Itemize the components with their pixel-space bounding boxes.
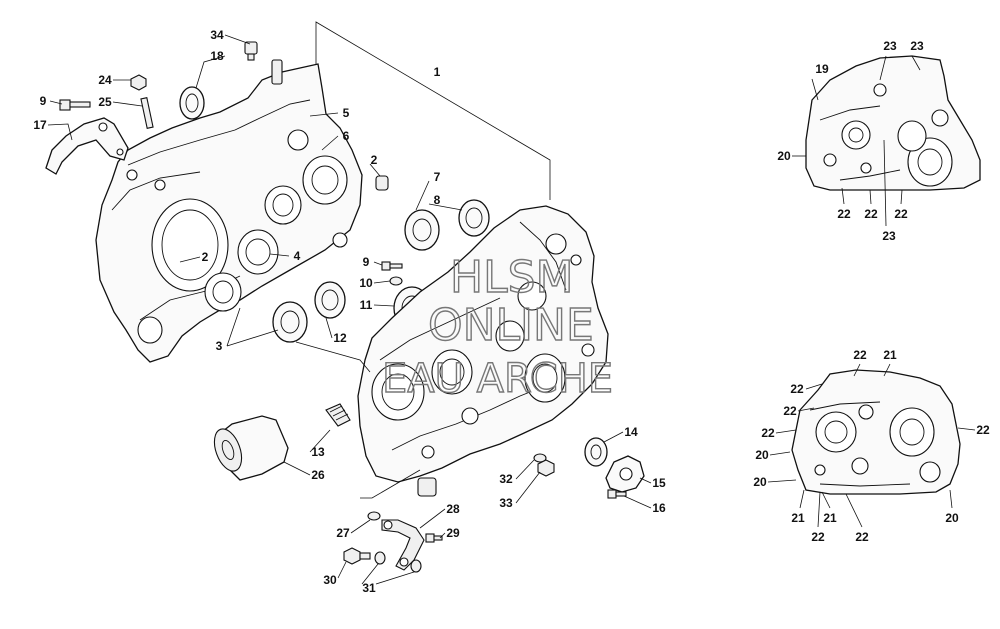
watermark-line1: HLSM (450, 252, 574, 303)
callout-c22d: 22 (853, 348, 867, 362)
seal-14 (584, 437, 608, 467)
callout-c32: 32 (499, 472, 513, 486)
callout-c20c: 20 (753, 475, 767, 489)
plug-34 (244, 41, 258, 61)
callout-c26: 26 (311, 468, 325, 482)
fitting-13 (325, 403, 351, 427)
left-crankcase-half (95, 59, 363, 363)
washer-27 (367, 511, 381, 521)
bearing-8 (458, 199, 490, 237)
callout-c9a: 9 (40, 94, 47, 108)
callout-c16: 16 (652, 501, 666, 515)
banjo-bolt-30 (343, 547, 371, 565)
callout-c17: 17 (33, 118, 47, 132)
callout-c22e: 22 (790, 382, 804, 396)
case-view-bottom-right (791, 369, 961, 495)
washer-10 (389, 276, 403, 286)
callout-c6: 6 (343, 129, 350, 143)
washer-32 (533, 453, 547, 463)
callout-c10: 10 (359, 276, 373, 290)
callout-c29: 29 (446, 526, 460, 540)
callout-c2b: 2 (202, 250, 209, 264)
oil-pipe-28 (381, 519, 425, 571)
callout-c33: 33 (499, 496, 513, 510)
callout-labels: 1223456789910111213141516171819202020202… (33, 28, 990, 595)
callout-c5: 5 (343, 106, 350, 120)
watermark: HLSM ONLINE EAU ARCHE (381, 251, 613, 402)
callout-c22h: 22 (976, 423, 990, 437)
callout-c13: 13 (311, 445, 325, 459)
callout-c22b: 22 (864, 207, 878, 221)
callout-c21c: 21 (823, 511, 837, 525)
callout-c31: 31 (362, 581, 376, 595)
callout-c20d: 20 (945, 511, 959, 525)
callout-c24: 24 (98, 73, 112, 87)
dowel-2-top (375, 175, 389, 191)
callout-c9b: 9 (363, 255, 370, 269)
callout-c1: 1 (434, 65, 441, 79)
callout-c20a: 20 (777, 149, 791, 163)
callout-c23a: 23 (883, 39, 897, 53)
callout-c23b: 23 (910, 39, 924, 53)
bolt-9-left (59, 99, 91, 111)
bolt-16 (607, 489, 627, 499)
bolt-9-right (381, 261, 403, 271)
callout-c22a: 22 (837, 207, 851, 221)
callout-c7: 7 (434, 170, 441, 184)
callout-c2a: 2 (371, 153, 378, 167)
bolt-29 (425, 533, 443, 543)
oil-filter-26 (213, 415, 289, 481)
stud-25 (140, 97, 154, 129)
right-crankcase-half (357, 205, 609, 497)
callout-c4: 4 (294, 249, 301, 263)
callout-c28: 28 (446, 502, 460, 516)
nut-24 (130, 74, 147, 91)
leader-lines (47, 34, 976, 585)
callout-c30: 30 (323, 573, 337, 587)
watermark-line2: ONLINE (428, 300, 594, 351)
seal-18 (179, 86, 205, 120)
callout-c21a: 21 (883, 348, 897, 362)
assembly-bracket-1 (315, 21, 551, 200)
bracket-17 (45, 117, 129, 175)
callout-c18: 18 (210, 49, 224, 63)
callout-c22f: 22 (783, 404, 797, 418)
callout-c20b: 20 (755, 448, 769, 462)
plate-15 (605, 455, 645, 493)
callout-c11: 11 (360, 298, 373, 312)
callout-c22c: 22 (894, 207, 908, 221)
callout-c22j: 22 (855, 530, 869, 544)
callout-c15: 15 (652, 476, 666, 490)
bearing-7 (404, 209, 440, 251)
callout-c8: 8 (434, 193, 441, 207)
bearing-3 (272, 301, 308, 343)
callout-c22g: 22 (761, 426, 775, 440)
callout-c27: 27 (336, 526, 350, 540)
callout-c3: 3 (216, 339, 223, 353)
callout-c23c: 23 (882, 229, 896, 243)
watermark-line3: EAU ARCHE (382, 356, 613, 402)
bearing-12 (314, 281, 346, 319)
callout-c25: 25 (98, 95, 112, 109)
callout-c14: 14 (624, 425, 638, 439)
callout-c34: 34 (210, 28, 224, 42)
callout-c22i: 22 (811, 530, 825, 544)
callout-c12: 12 (333, 331, 347, 345)
callout-c19: 19 (815, 62, 829, 76)
case-view-top-right (805, 55, 981, 191)
callout-c21b: 21 (791, 511, 805, 525)
washers-31 (374, 551, 422, 573)
plug-33 (537, 459, 555, 477)
